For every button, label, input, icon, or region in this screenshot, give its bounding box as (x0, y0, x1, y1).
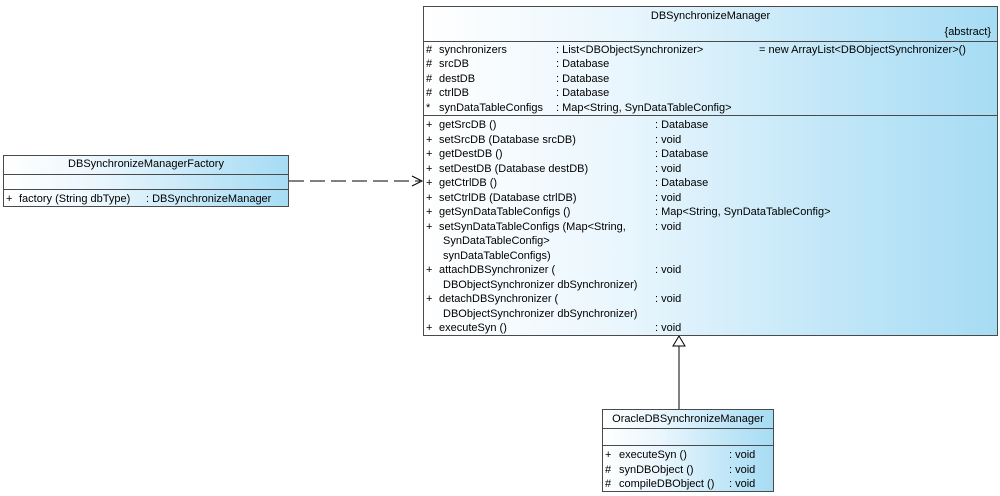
operation-signature: setCtrlDB (Database ctrlDB) (439, 191, 577, 204)
operation-signature: detachDBSynchronizer ( (439, 293, 559, 305)
attribute-visibility: # (426, 44, 433, 56)
operation-visibility: + (426, 133, 433, 146)
class-dbsynchronizemanager[interactable]: DBSynchronizeManager {abstract} # synchro… (423, 6, 998, 336)
operation-signature: getCtrlDB () (439, 177, 498, 189)
class-name: DBSynchronizeManager (650, 10, 771, 22)
operation-visibility: + (426, 191, 433, 204)
generalization-arrowhead (672, 335, 686, 347)
dependency-arrowhead (411, 175, 424, 187)
operation-signature: getDestDB () (439, 148, 503, 160)
attribute-visibility: * (426, 101, 431, 114)
operation-signature: synDataTableConfigs) (443, 249, 551, 262)
operation-signature: setSynDataTableConfigs (Map<String, (439, 220, 626, 233)
operation-visibility: + (426, 148, 433, 160)
class-name: DBSynchronizeManagerFactory (68, 158, 224, 170)
attribute-visibility: # (426, 72, 433, 85)
operation-visibility: + (426, 206, 433, 218)
operation-visibility: + (426, 177, 433, 189)
attribute-name: destDB (439, 72, 476, 85)
operations-compartment: + getSrcDB () : Database + setSrcDB (Databas… (424, 115, 997, 336)
operation-signature: factory (String dbType) (19, 193, 131, 205)
operations-compartment: + executeSyn () : void # synDBObject () : voi… (603, 445, 773, 493)
operation-return-type: : Database (655, 177, 709, 189)
operation-return-type: : void (655, 264, 682, 276)
operation-return-type: : Map<String, SynDataTableConfig> (655, 206, 831, 218)
class-header: OracleDBSynchronizeManager (603, 410, 773, 428)
operation-visibility: + (426, 119, 433, 131)
attributes-compartment: # synchronizers : List<DBObjectSynchronize… (424, 41, 997, 115)
operation-return-type: : void (655, 322, 682, 334)
operation-return-type: : void (655, 293, 682, 305)
operation-visibility: + (426, 293, 433, 305)
attributes-compartment (4, 174, 288, 189)
attribute-name: synchronizers (439, 44, 507, 56)
operation-visibility: + (426, 220, 433, 233)
abstract-stereotype: {abstract} (944, 26, 991, 38)
operation-signature: compileDBObject () (619, 478, 715, 490)
attribute-initial-value: = new ArrayList<DBObjectSynchronizer>() (759, 44, 966, 56)
attribute-name: ctrlDB (439, 87, 469, 100)
operation-return-type: : void (655, 220, 682, 233)
operation-visibility: + (605, 449, 612, 461)
operation-signature: SynDataTableConfig> (443, 235, 550, 247)
operation-visibility: + (426, 264, 433, 276)
operation-signature: executeSyn () (619, 449, 687, 461)
operation-return-type: : void (729, 449, 756, 461)
attribute-type: : Map<String, SynDataTableConfig> (556, 101, 732, 114)
operation-visibility: + (426, 322, 433, 334)
operation-visibility: + (426, 162, 433, 175)
operation-signature: attachDBSynchronizer ( (439, 264, 556, 276)
operation-signature: executeSyn () (439, 322, 507, 334)
attributes-compartment (603, 428, 773, 445)
operations-compartment: + factory (String dbType) : DBSynchronizeM… (4, 189, 288, 207)
class-dbsynchronizemanagerfactory[interactable]: DBSynchronizeManagerFactory + factory (St… (3, 155, 289, 207)
attribute-type: : List<DBObjectSynchronizer> (556, 44, 704, 56)
attribute-type: : Database (556, 72, 610, 85)
operation-return-type: : void (655, 133, 682, 146)
operation-return-type: : Database (655, 119, 709, 131)
operation-return-type: : void (655, 162, 682, 175)
attribute-type: : Database (556, 87, 610, 100)
operation-signature: getSrcDB () (439, 119, 497, 131)
operation-return-type: : Database (655, 148, 709, 160)
class-header: DBSynchronizeManagerFactory (4, 156, 288, 174)
attribute-name: srcDB (439, 58, 469, 71)
operation-signature: setSrcDB (Database srcDB) (439, 133, 576, 146)
operation-return-type: : void (729, 463, 756, 476)
operation-return-type: : void (729, 478, 756, 490)
attribute-visibility: # (426, 87, 433, 100)
class-header: DBSynchronizeManager {abstract} (424, 7, 997, 41)
operation-signature: synDBObject () (619, 463, 694, 476)
class-name: OracleDBSynchronizeManager (612, 413, 764, 425)
operation-return-type: : DBSynchronizeManager (146, 193, 272, 205)
operation-signature: setDestDB (Database destDB) (439, 162, 589, 175)
operation-visibility: + (6, 193, 13, 205)
attribute-visibility: # (426, 58, 433, 71)
operation-visibility: # (605, 463, 612, 476)
operation-signature: DBObjectSynchronizer dbSynchronizer) (443, 307, 638, 320)
operation-signature: getSynDataTableConfigs () (439, 206, 571, 218)
operation-visibility: # (605, 478, 612, 490)
operation-return-type: : void (655, 191, 682, 204)
class-oracledbsynchronizemanager[interactable]: OracleDBSynchronizeManager + executeSyn (… (602, 409, 774, 492)
operation-signature: DBObjectSynchronizer dbSynchronizer) (443, 278, 638, 291)
attribute-type: : Database (556, 58, 610, 71)
attribute-name: synDataTableConfigs (439, 101, 543, 114)
